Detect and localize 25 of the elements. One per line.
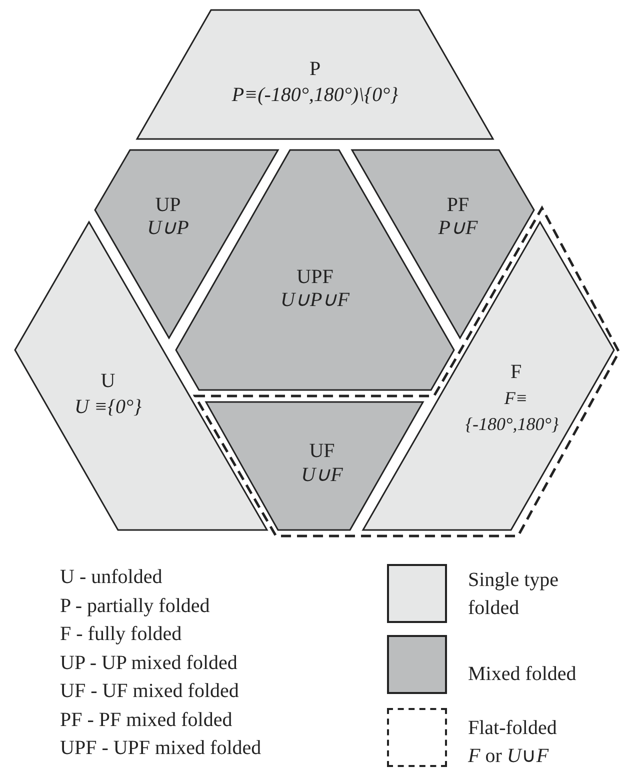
abbreviation-note: U - unfolded [60,566,162,588]
region-label: UPF [296,266,334,288]
legend-label: Single type folded [468,568,560,621]
set-formula: U∪P [147,217,189,239]
abbreviation-note: UF - UF mixed folded [60,680,239,702]
abbreviation-note: F - fully folded [60,623,182,645]
region-label: P [309,58,321,80]
abbreviation-note: P - partially folded [60,594,210,616]
region-label: F [510,361,522,383]
set-formula: {-180°,180°} [465,413,559,435]
abbreviation-note: PF - PF mixed folded [60,708,232,730]
legend-label: Mixed folded [468,662,578,687]
abbreviation-note: UP - UP mixed folded [60,652,238,674]
set-formula: P≡(-180°,180°)\{0°} [232,84,398,106]
set-formula: F≡ [504,387,528,409]
abbreviation-note: UPF - UPF mixed folded [60,737,262,759]
set-formula: U∪P∪F [280,289,350,311]
set-formula: U ≡{0°} [74,396,142,418]
set-formula: P∪F [438,217,478,239]
region-label: UP [155,194,181,216]
region-label: PF [446,194,470,216]
set-formula: U∪F [301,464,343,486]
region-label: U [100,370,116,392]
legend-label: Flat-folded F or U∪F [468,716,558,769]
region-label: UF [309,440,335,462]
